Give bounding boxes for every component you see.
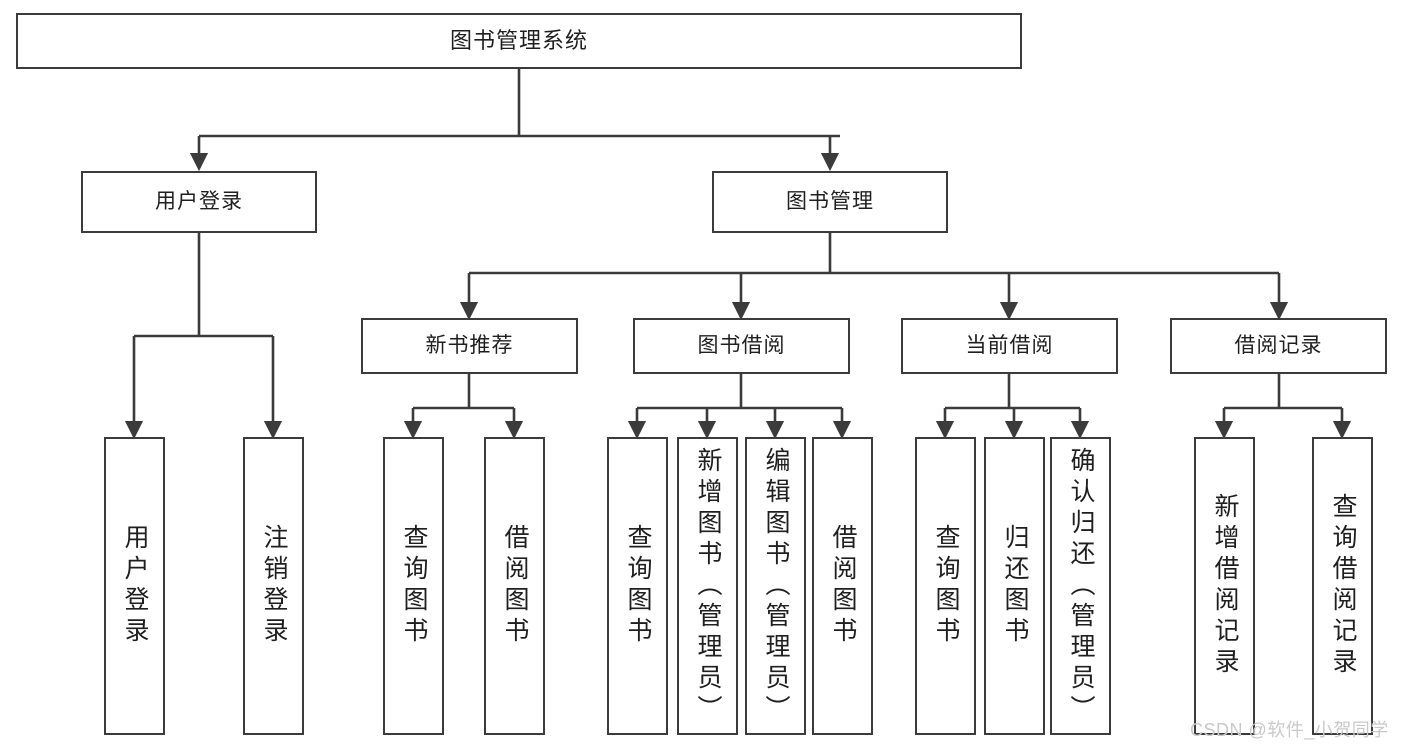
- node-current-borrow-label: 当前借阅: [965, 334, 1054, 358]
- leaf-label: 查询图书: [400, 524, 428, 648]
- node-user-login-label: 用户登录: [155, 190, 243, 214]
- node-book-management-label: 图书管理: [786, 190, 874, 214]
- leaf-label: 借阅图书: [829, 524, 857, 648]
- leaf-label: 新增借阅记录: [1211, 493, 1239, 679]
- leaf-borrow-edit-book-admin[interactable]: 编辑图书（管理员）: [745, 437, 806, 735]
- leaf-borrow-add-book-admin[interactable]: 新增图书（管理员）: [677, 437, 738, 735]
- leaf-label: 用户登录: [121, 524, 149, 648]
- leaf-label: 查询图书: [624, 524, 652, 648]
- leaf-current-confirm-return-admin[interactable]: 确认归还（管理员）: [1050, 437, 1111, 735]
- leaf-record-query-record[interactable]: 查询借阅记录: [1312, 437, 1373, 735]
- node-book-borrow-label: 图书借阅: [697, 334, 786, 358]
- leaf-label: 归还图书: [1001, 524, 1029, 648]
- leaf-label: 新增图书（管理员）: [694, 446, 722, 726]
- node-book-management[interactable]: 图书管理: [712, 171, 948, 233]
- leaf-record-add-record[interactable]: 新增借阅记录: [1194, 437, 1255, 735]
- leaf-label: 借阅图书: [501, 524, 529, 648]
- node-current-borrow[interactable]: 当前借阅: [901, 318, 1118, 374]
- leaf-label: 确认归还（管理员）: [1067, 446, 1095, 726]
- csdn-watermark: CSDN @软件_小贺同学: [1190, 720, 1389, 740]
- node-root[interactable]: 图书管理系统: [16, 13, 1022, 69]
- leaf-current-query-book[interactable]: 查询图书: [915, 437, 976, 735]
- leaf-current-return-book[interactable]: 归还图书: [984, 437, 1045, 735]
- leaf-borrow-query-book[interactable]: 查询图书: [607, 437, 668, 735]
- leaf-recommend-query-book[interactable]: 查询图书: [383, 437, 444, 735]
- leaf-recommend-borrow-book[interactable]: 借阅图书: [484, 437, 545, 735]
- node-root-label: 图书管理系统: [449, 27, 588, 53]
- leaf-label: 查询借阅记录: [1329, 493, 1357, 679]
- node-book-borrow[interactable]: 图书借阅: [633, 318, 850, 374]
- leaf-label: 编辑图书（管理员）: [762, 446, 790, 726]
- node-borrow-record-label: 借阅记录: [1234, 334, 1323, 358]
- leaf-borrow-borrow-book[interactable]: 借阅图书: [812, 437, 873, 735]
- leaf-user-login-logout[interactable]: 注销登录: [243, 437, 304, 735]
- node-borrow-record[interactable]: 借阅记录: [1170, 318, 1387, 374]
- leaf-label: 查询图书: [932, 524, 960, 648]
- node-new-book-recommend[interactable]: 新书推荐: [361, 318, 578, 374]
- leaf-label: 注销登录: [260, 524, 288, 648]
- leaf-user-login-login[interactable]: 用户登录: [104, 437, 165, 735]
- node-new-book-recommend-label: 新书推荐: [425, 334, 514, 358]
- node-user-login[interactable]: 用户登录: [81, 171, 317, 233]
